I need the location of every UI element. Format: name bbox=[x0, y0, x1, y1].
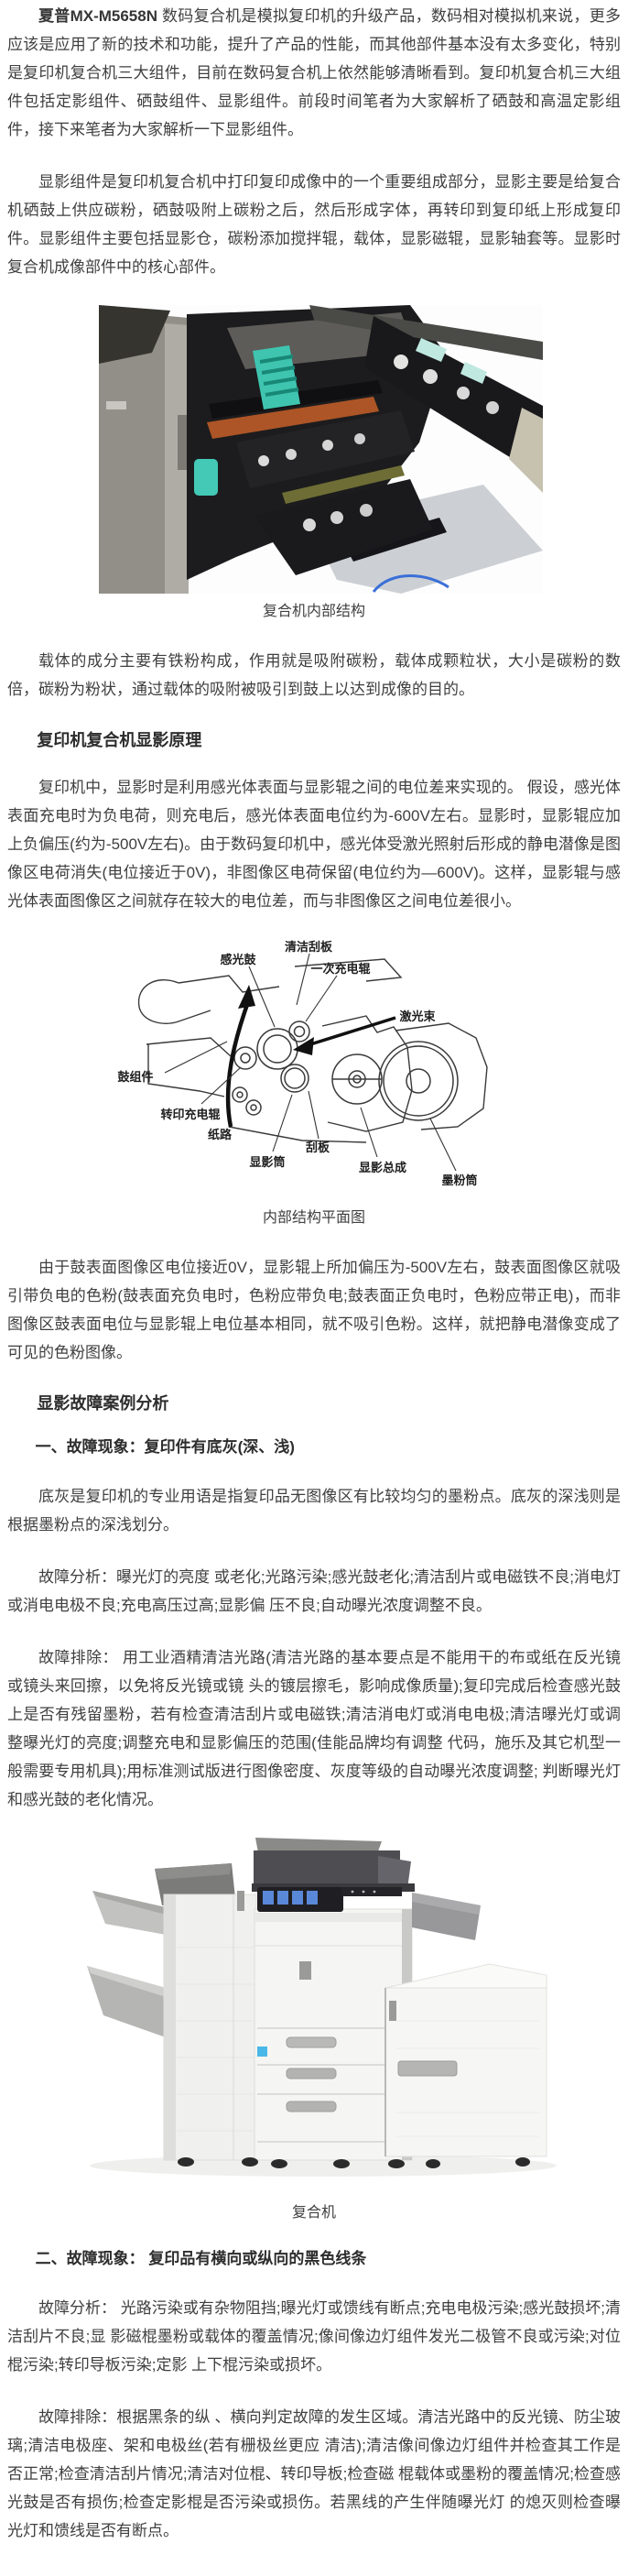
label-transfer-charge-roller: 转印充电辊 bbox=[160, 1108, 220, 1121]
transfer-roller-strip bbox=[207, 397, 379, 439]
carrier-paragraph: 载体的成分主要有铁粉构成，作用就是吸附碳粉，载体成颗粒状，大小是碳粉的数倍，碳粉… bbox=[7, 652, 621, 698]
panel-screen-tile bbox=[263, 1891, 274, 1905]
primary-charge-roller-shape bbox=[288, 1021, 310, 1042]
laser-beam-arrow bbox=[293, 1016, 396, 1055]
finisher-unit bbox=[87, 1863, 257, 2161]
internal-photo-caption: 复合机内部结构 bbox=[262, 604, 365, 619]
model-name-bold: 夏普MX-M5658N bbox=[38, 7, 157, 25]
large-capacity-cassette bbox=[384, 1963, 547, 2157]
copier-product-image bbox=[67, 1838, 561, 2195]
fault-two-heading: 二、故障现象： 复印品有横向或纵向的黑色线条 bbox=[35, 2250, 367, 2267]
main-unit bbox=[252, 1838, 481, 2161]
diagram-background bbox=[92, 939, 558, 1200]
label-primary-charge-roller: 一次充电辊 bbox=[310, 962, 370, 976]
diagram-caption: 内部结构平面图 bbox=[262, 1210, 365, 1226]
copier-internals-image bbox=[99, 305, 543, 594]
fault-two-fix-paragraph: 故障排除：根据黑条的纵 、横向判定故障的发生区域。清洁光路中的反光镜、防尘玻璃;… bbox=[7, 2408, 621, 2539]
diagram-labels: 清洁刮板 感光鼓 一次充电辊 激光束 鼓组件 转印充电辊 纸路 显影筒 刮板 显… bbox=[117, 940, 477, 1187]
internal-structure-photo bbox=[99, 305, 621, 594]
copier-product-photo bbox=[67, 1838, 621, 2195]
toner-bottle-shape bbox=[378, 1041, 459, 1121]
product-photo-caption: 复合机 bbox=[291, 2205, 336, 2221]
developing-principle-heading: 复印机复合机显影原理 bbox=[37, 731, 202, 749]
internal-plan-diagram: 清洁刮板 感光鼓 一次充电辊 激光束 鼓组件 转印充电辊 纸路 显影筒 刮板 显… bbox=[92, 939, 621, 1200]
fault-two-analysis-paragraph: 故障分析： 光路污染或有杂物阻挡;曝光灯或馈线有断点;充电电极污染;感光鼓损坏;… bbox=[7, 2299, 621, 2374]
intro-paragraph: 夏普MX-M5658N 数码复合机是模拟复印机的升级产品，数码相对模拟机来说，更… bbox=[7, 7, 621, 138]
label-cleaning-blade: 清洁刮板 bbox=[285, 940, 333, 954]
principle-paragraph: 复印机中，显影时是利用感光体表面与显影辊之间的电位差来实现的。 假设，感光体表面… bbox=[7, 779, 621, 910]
developing-unit-paragraph: 显影组件是复印机复合机中打印复印成像中的一个重要组成部分，显影主要是给复合机硒鼓… bbox=[7, 173, 621, 276]
label-photoconductor-drum: 感光鼓 bbox=[220, 953, 256, 966]
label-toner-bottle: 墨粉筒 bbox=[441, 1173, 477, 1187]
gray-background-paragraph: 底灰是复印机的专业用语是指复印品无图像区有比较均匀的墨粉点。底灰的深浅则是根据墨… bbox=[7, 1488, 621, 1534]
bias-paragraph: 由于鼓表面图像区电位接近0V，显影辊上所加偏压为-500V左右，鼓表面图像区就吸… bbox=[7, 1259, 621, 1361]
teal-handle bbox=[253, 345, 300, 409]
label-paper-path: 纸路 bbox=[208, 1128, 233, 1141]
blue-cable bbox=[372, 574, 449, 593]
paper-drawers bbox=[257, 2027, 407, 2143]
open-bottom-tray bbox=[254, 479, 543, 594]
left-machine-frame bbox=[99, 305, 189, 594]
teal-latch bbox=[194, 459, 218, 496]
machine-feet bbox=[178, 2157, 530, 2168]
drum-unit-diagram-image: 清洁刮板 感光鼓 一次充电辊 激光束 鼓组件 转印充电辊 纸路 显影筒 刮板 显… bbox=[92, 939, 558, 1200]
label-developing-assembly: 显影总成 bbox=[359, 1161, 406, 1174]
developer-cylinder-shape bbox=[280, 1064, 309, 1093]
diagram-rollers bbox=[232, 1021, 459, 1121]
blue-checkmark-sticker bbox=[257, 2047, 267, 2057]
case-analysis-heading: 显影故障案例分析 bbox=[37, 1394, 169, 1413]
fault-one-analysis-paragraph: 故障分析：曝光灯的亮度 或老化;光路污染;感光鼓老化;清洁刮片或电磁铁不良;消电… bbox=[7, 1568, 621, 1614]
label-developer-cylinder: 显影筒 bbox=[249, 1155, 285, 1169]
open-top-door bbox=[309, 305, 543, 493]
transfer-charge-roller-shape bbox=[233, 1046, 257, 1070]
brand-emblem bbox=[299, 1961, 311, 1980]
label-blade: 刮板 bbox=[306, 1141, 330, 1154]
fault-one-fix-paragraph: 故障排除： 用工业酒精清洁光路(清洁光路的基本要点是不能用干的布或纸在反光镜或镜… bbox=[7, 1649, 621, 1808]
label-leader-lines bbox=[164, 953, 457, 1172]
paper-path-arrow bbox=[225, 985, 255, 1128]
label-drum-unit: 鼓组件 bbox=[117, 1070, 153, 1084]
label-laser-beam: 激光束 bbox=[399, 1010, 436, 1023]
fault-one-heading: 一、故障现象：复印件有底灰(深、浅) bbox=[35, 1438, 295, 1456]
